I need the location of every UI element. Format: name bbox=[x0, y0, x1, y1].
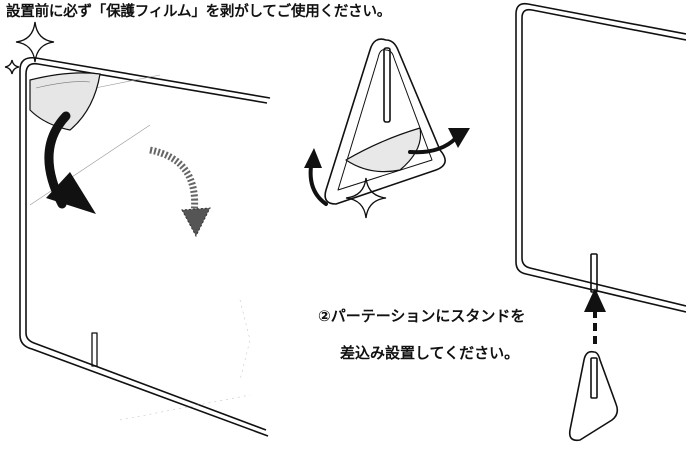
peel-arrow-left-icon bbox=[304, 148, 328, 206]
peeled-film bbox=[29, 72, 101, 131]
stand-center bbox=[324, 38, 446, 205]
right-partition-panel bbox=[515, 2, 686, 313]
up-arrow-icon bbox=[584, 288, 606, 344]
left-partition-panel bbox=[19, 56, 271, 437]
curved-arrow-icon bbox=[44, 111, 96, 214]
sparkle-icon bbox=[4, 21, 55, 75]
stand-insert bbox=[568, 350, 619, 442]
instruction-caption: 設置前に必ず「保護フィルム」を剥がしてご使用ください。 bbox=[6, 4, 392, 20]
dotted-arrow-icon bbox=[149, 146, 211, 238]
step2-caption-line2: 差込み設置してください。 bbox=[340, 344, 520, 362]
sparkle-icon bbox=[345, 177, 387, 219]
peel-arrow-right-icon bbox=[408, 128, 470, 155]
step2-caption-line1: ②パーテーションにスタンドを bbox=[318, 307, 526, 325]
